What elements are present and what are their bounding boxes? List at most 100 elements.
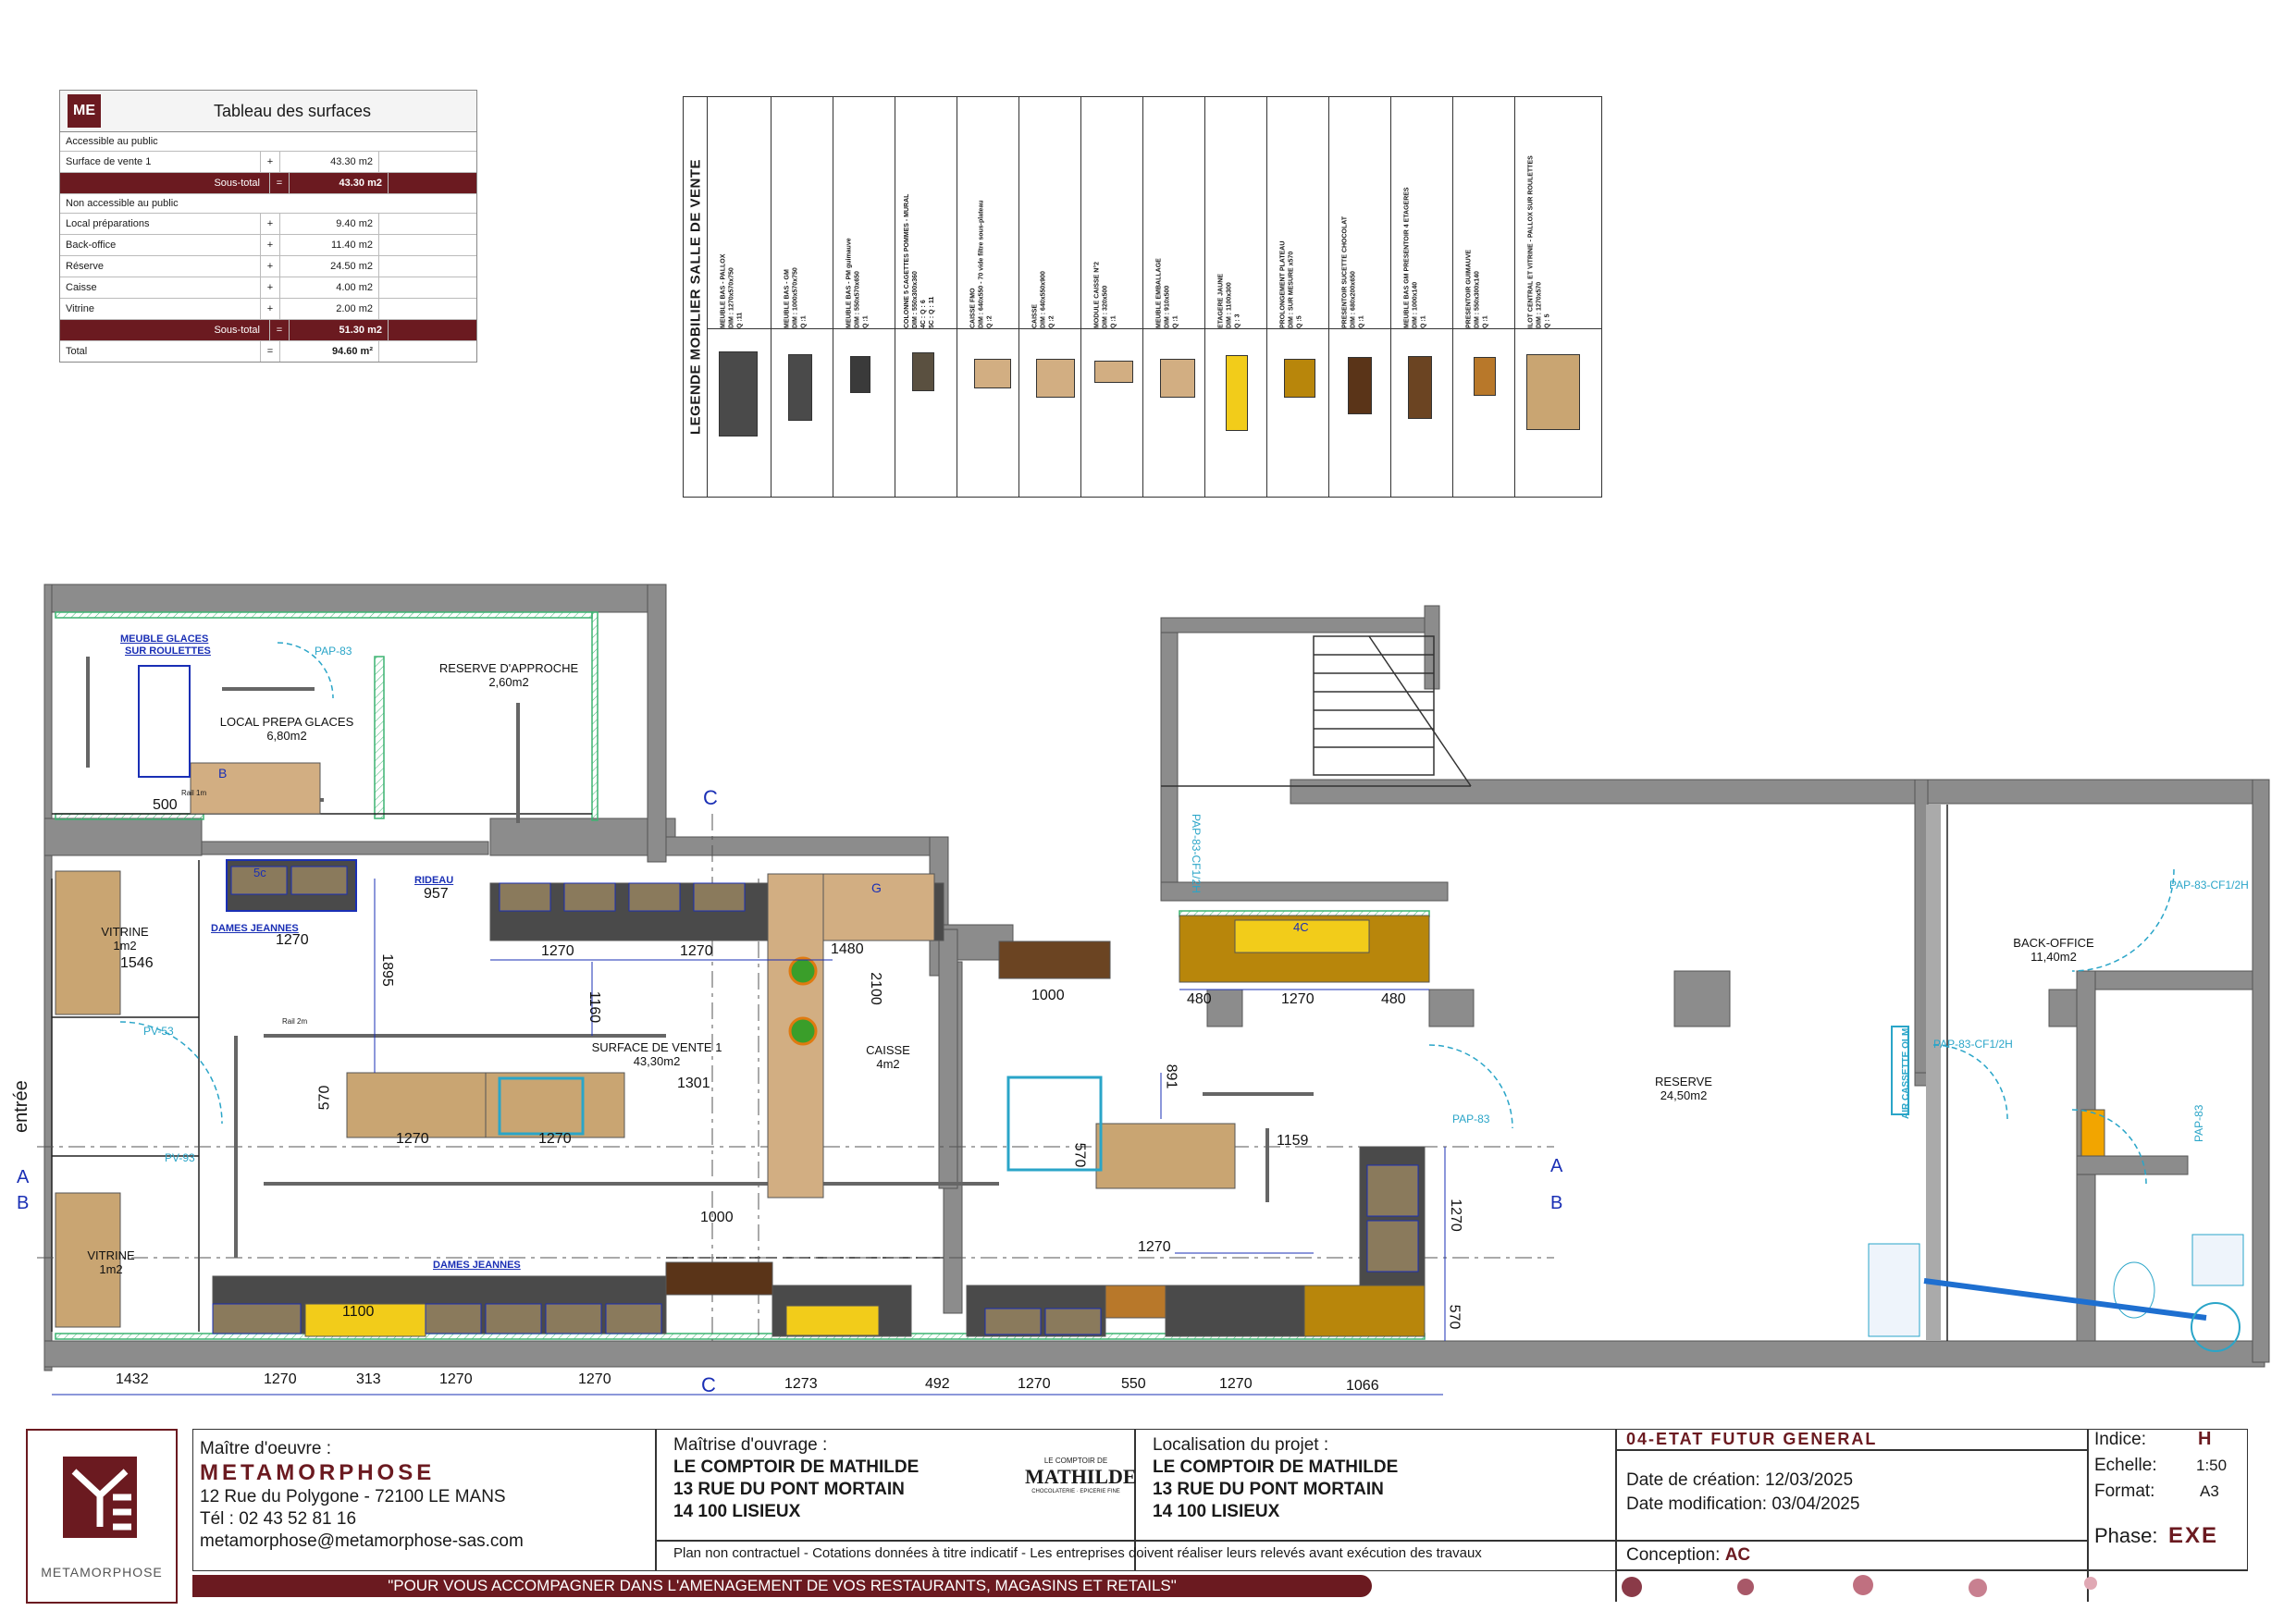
- door-tag: PAP-83-CF1/2H: [1190, 814, 1203, 893]
- dim-bottom: 1270: [264, 1371, 297, 1387]
- dim: 500: [153, 797, 178, 813]
- legend-item-text: MODULE CAISSE N°2 DIM : 320x500 Q :1: [1093, 261, 1117, 328]
- crate: [628, 882, 681, 912]
- wall: [1160, 881, 1449, 902]
- section-private: Non accessible au public: [60, 194, 476, 214]
- wall: [1424, 605, 1440, 690]
- yellow-shelf: [304, 1303, 426, 1337]
- surfaces-table-title: Tableau des surfaces: [213, 101, 372, 120]
- insulation-strip: [55, 813, 204, 820]
- indice-value: H: [2198, 1429, 2212, 1449]
- legend-item-text: MEUBLE BAS - GM DIM : 1000x570x750 Q :1: [784, 267, 808, 328]
- wall: [1160, 617, 1179, 887]
- furniture-code: G: [871, 880, 882, 895]
- wall: [1290, 779, 2270, 805]
- dim: 1270: [541, 943, 574, 959]
- row-op: +: [261, 152, 280, 172]
- island-pallox: [485, 1072, 625, 1138]
- maitrise-ouvrage: Maîtrise d'ouvrage : LE COMPTOIR DE MATH…: [673, 1434, 919, 1523]
- row-value: 9.40 m2: [280, 214, 379, 234]
- legend-item-text: MEUBLE BAS GM PRESENTOIR 4 ETAGERES DIM …: [1403, 187, 1427, 328]
- dim-bottom: 1432: [116, 1371, 149, 1387]
- maitre-oeuvre: Maître d'oeuvre : METAMORPHOSE 12 Rue du…: [191, 1429, 672, 1581]
- format-label: Format:: [2094, 1482, 2155, 1501]
- table-row: Vitrine + 2.00 m2: [60, 299, 476, 320]
- dim: 1301: [677, 1076, 710, 1091]
- title-block: METAMORPHOSE Maître d'oeuvre : METAMORPH…: [26, 1429, 2248, 1604]
- pillar: [1673, 970, 1731, 1027]
- conception-value: AC: [1724, 1545, 1751, 1565]
- pipe: [1923, 1278, 2207, 1321]
- crate: [984, 1308, 1042, 1335]
- row-label: Réserve: [60, 256, 261, 277]
- legend-title-cell: LEGENDE MOBILIER SALLE DE VENTE: [684, 97, 708, 497]
- table-row: Réserve + 24.50 m2: [60, 256, 476, 277]
- legend-item-text: COLONNE 5 CAGETTES POMMES - MURAL DIM : …: [904, 193, 935, 328]
- dim: 480: [1187, 991, 1212, 1007]
- divider: [1134, 1429, 1136, 1571]
- crate: [212, 1303, 302, 1334]
- divider: [1615, 1449, 2089, 1451]
- legend-swatch: [1160, 358, 1195, 398]
- dim: 1270: [276, 932, 309, 948]
- loc-l1: LE COMPTOIR DE MATHILDE: [1153, 1457, 1399, 1477]
- dim: 480: [1381, 991, 1406, 1007]
- dim: 1160: [586, 990, 603, 1024]
- conception-label: Conception:: [1626, 1545, 1721, 1565]
- mou-l3: 14 100 LISIEUX: [673, 1502, 801, 1521]
- dim: 570: [316, 1085, 333, 1111]
- stair-outline: [1313, 635, 1435, 776]
- door-tag: PV-53: [143, 1025, 174, 1038]
- furniture-code: 4C: [1293, 920, 1309, 934]
- divider: [655, 1540, 1617, 1542]
- plan-title: 04-ETAT FUTUR GENERAL: [1626, 1430, 1878, 1448]
- client-logo-top: LE COMPTOIR DE: [1043, 1457, 1108, 1465]
- furniture-legend: LEGENDE MOBILIER SALLE DE VENTE MEUBLE B…: [683, 96, 1602, 498]
- subtotal-label: Sous-total: [60, 173, 270, 193]
- door-tag: PAP-83-CF1/2H: [1933, 1038, 2013, 1051]
- insulation-strip: [55, 611, 593, 619]
- water-heater-icon: [2191, 1302, 2240, 1352]
- pillar: [2048, 989, 2078, 1027]
- dim: 1480: [831, 941, 864, 957]
- door-tag: PAP-83-CF1/2H: [2169, 879, 2249, 891]
- furniture: [55, 665, 2244, 1352]
- conception: Conception: AC: [1626, 1544, 1750, 1567]
- crate: [563, 882, 616, 912]
- table-row: Back-office + 11.40 m2: [60, 235, 476, 256]
- rail-label: Rail 2m: [282, 1017, 308, 1026]
- register-icon: [788, 1016, 818, 1046]
- prep-table: [190, 762, 321, 815]
- crate: [693, 882, 746, 912]
- wall: [2076, 970, 2253, 990]
- surfaces-table-header: ME Tableau des surfaces: [60, 91, 476, 132]
- subtotal-row: Sous-total = 43.30 m2: [60, 173, 476, 194]
- decorative-dot: [2084, 1577, 2097, 1590]
- register-icon: [788, 956, 818, 986]
- section-mark: C: [703, 786, 718, 809]
- divider: [1615, 1540, 2089, 1542]
- loc-l3: 14 100 LISIEUX: [1153, 1502, 1280, 1521]
- wall: [2076, 1155, 2189, 1175]
- echelle-label: Echelle:: [2094, 1456, 2157, 1475]
- crate: [230, 866, 288, 895]
- subtotal-value: 43.30 m2: [290, 173, 389, 193]
- dim-bottom: 1273: [784, 1376, 818, 1392]
- legend-item: ILOT CENTRAL ET VITRINE - PALLOX SUR ROU…: [1515, 97, 1601, 497]
- mo-name: METAMORPHOSE: [200, 1460, 436, 1485]
- client-logo: LE COMPTOIR DE MATHILDE CHOCOLATERIE · E…: [1025, 1457, 1137, 1494]
- door-tag: PAP-83: [315, 645, 352, 658]
- decorative-dot: [1622, 1577, 1642, 1597]
- legend-item: PRESENTOIR SUCETTE CHOCOLAT DIM : 680x20…: [1329, 97, 1391, 497]
- door-arc: [1932, 1044, 2008, 1120]
- legend-swatch: [1408, 356, 1432, 419]
- mo-phone: Tél : 02 43 52 81 16: [200, 1509, 357, 1529]
- air-cassette-label: AIR CASSETTE OLM: [1901, 1027, 1911, 1119]
- ac-unit: [1006, 1076, 1103, 1172]
- crate: [499, 882, 551, 912]
- subtotal-op: =: [270, 320, 290, 340]
- phase-label: Phase:: [2094, 1524, 2158, 1547]
